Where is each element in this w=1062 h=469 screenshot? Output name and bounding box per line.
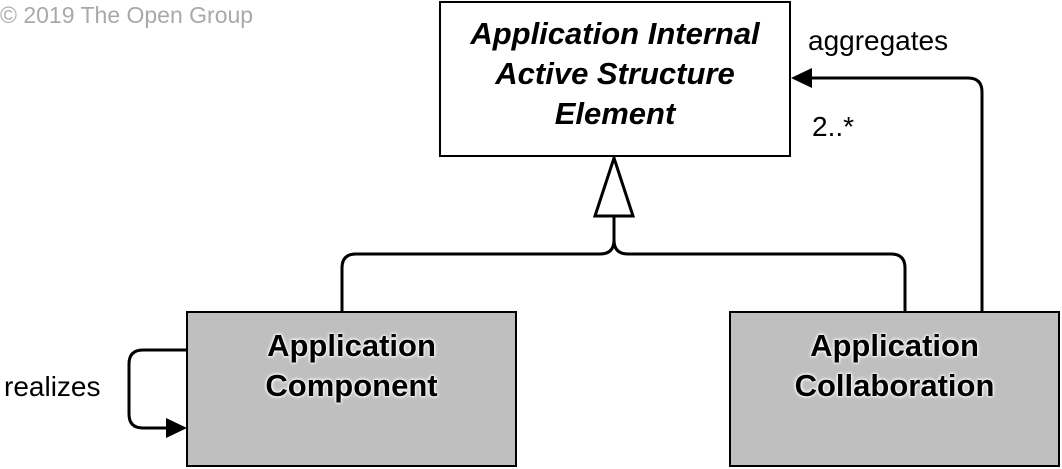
collaboration-title-line-1: Application (810, 328, 979, 363)
generalization-arrowhead (592, 153, 636, 218)
component-title-line-1: Application (267, 328, 436, 363)
realization-arrowhead (166, 418, 187, 438)
aggregation-connector (810, 76, 984, 311)
specialization-connector (340, 216, 907, 311)
application-component-element[interactable]: Application Component (186, 311, 517, 467)
multiplicity-label: 2..* (812, 111, 855, 142)
element-title-line-2: Active Structure (495, 56, 735, 91)
collaboration-title-line-2: Collaboration (794, 368, 995, 403)
realizes-label: realizes (4, 371, 101, 402)
realization-loop (127, 348, 186, 430)
copyright-notice: © 2019 The Open Group (0, 2, 254, 28)
aggregation-arrowhead (791, 68, 812, 88)
aggregates-label: aggregates (808, 25, 949, 56)
component-title-line-2: Component (265, 368, 438, 403)
element-title-line-3: Element (554, 96, 676, 131)
element-title-line-1: Application Internal (470, 16, 760, 51)
application-collaboration-element[interactable]: Application Collaboration (729, 311, 1060, 467)
application-internal-active-structure-element[interactable]: Application Internal Active Structure El… (439, 1, 791, 157)
